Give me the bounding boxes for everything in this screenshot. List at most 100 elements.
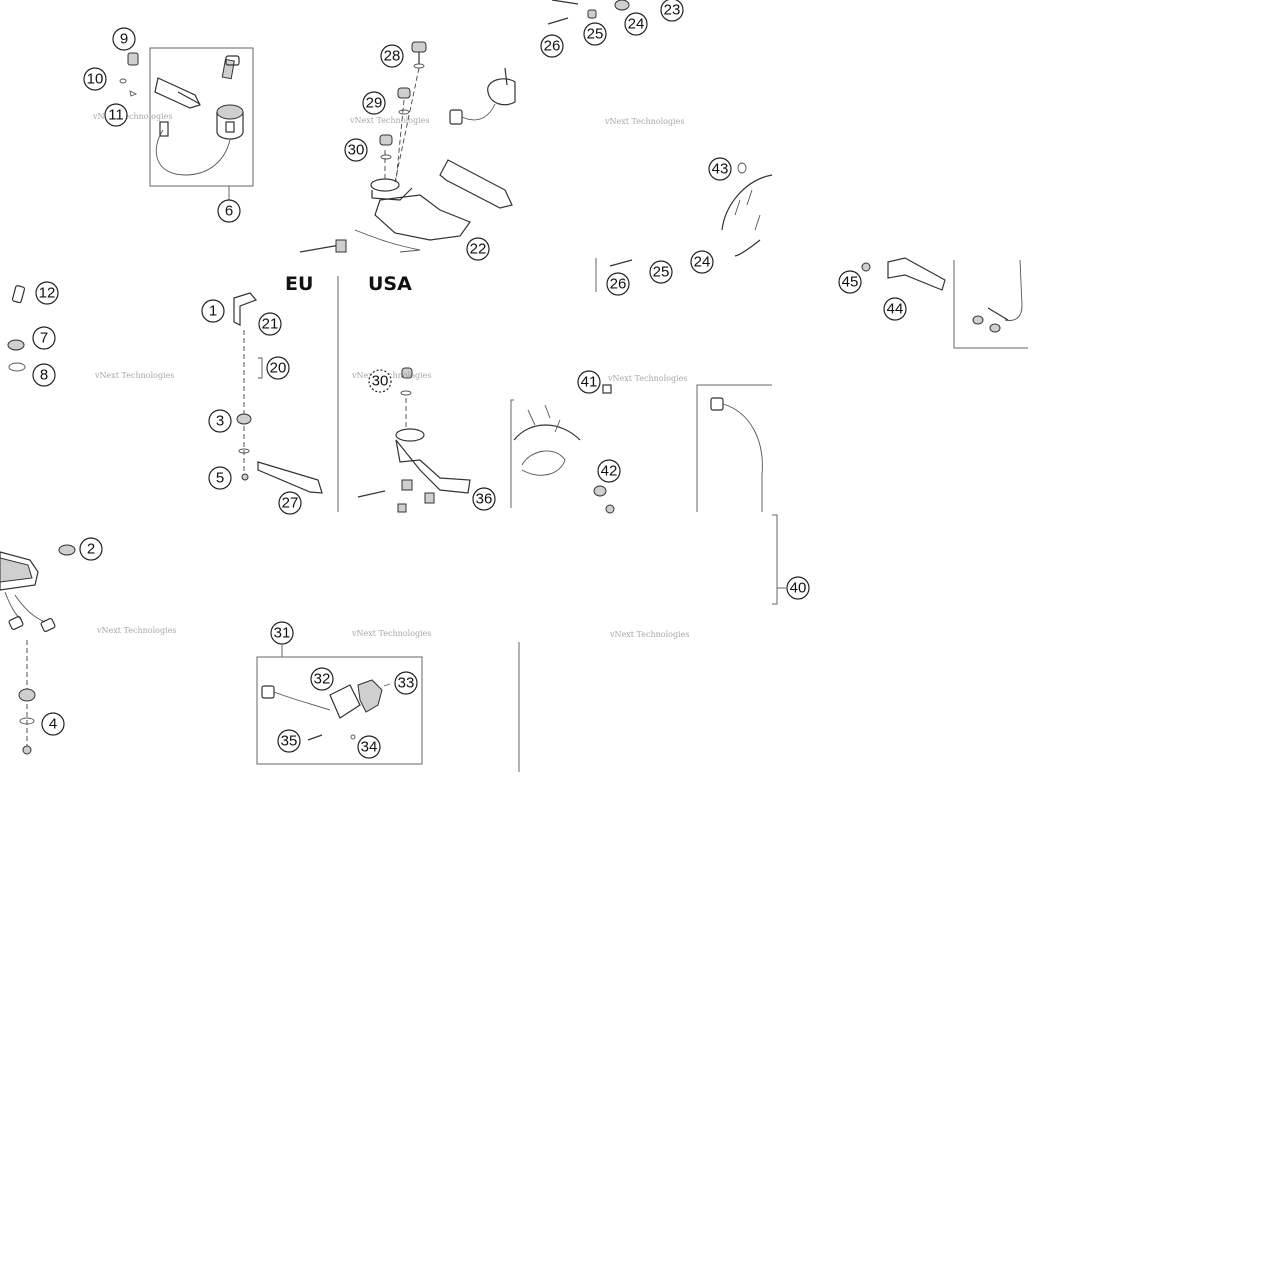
sensor-kit-part — [261, 679, 391, 741]
bolts-second-row — [609, 259, 633, 267]
left-small-parts — [7, 285, 26, 372]
svg-text:34: 34 — [361, 739, 378, 756]
callout-5: 5 — [208, 466, 232, 490]
svg-text:10: 10 — [87, 71, 104, 88]
svg-text:42: 42 — [601, 463, 618, 480]
callout-10: 10 — [83, 67, 107, 91]
disc-frame-left — [510, 399, 514, 508]
svg-text:2: 2 — [87, 541, 95, 558]
svg-text:6: 6 — [225, 203, 233, 220]
svg-text:24: 24 — [628, 16, 645, 33]
small-parts-9-10-11 — [119, 52, 139, 97]
callout-4: 4 — [41, 712, 65, 736]
callout-20: 20 — [266, 356, 290, 380]
speedometer-unit — [0, 544, 76, 755]
callout-1: 1 — [201, 299, 225, 323]
callout-30-top: 30 — [344, 138, 368, 162]
svg-text:5: 5 — [216, 470, 224, 487]
usa-label: USA — [368, 273, 412, 295]
callout-35: 35 — [277, 729, 301, 753]
brake-disc-middle — [513, 384, 615, 514]
sensor-kit-frame — [256, 656, 423, 765]
watermark-3: vNext Technologies — [604, 117, 684, 126]
svg-text:26: 26 — [610, 276, 627, 293]
callout-6: 6 — [217, 199, 241, 223]
svg-text:9: 9 — [120, 31, 128, 48]
svg-text:32: 32 — [314, 671, 331, 688]
cable-frame — [953, 260, 1028, 349]
svg-text:24: 24 — [694, 254, 711, 271]
bracket-44 — [861, 257, 946, 291]
callout-11: 11 — [104, 103, 128, 127]
svg-text:1: 1 — [209, 303, 217, 320]
callout-3: 3 — [208, 409, 232, 433]
svg-text:8: 8 — [40, 367, 48, 384]
callout-23: 23 — [660, 0, 684, 22]
brake-disc-top — [721, 162, 773, 257]
frames — [149, 47, 1028, 772]
callout-41: 41 — [577, 370, 601, 394]
speed-sensor-cable — [710, 397, 763, 512]
callout-34: 34 — [357, 735, 381, 759]
svg-text:44: 44 — [887, 301, 904, 318]
callout-26-mid: 26 — [606, 272, 630, 296]
svg-text:4: 4 — [49, 716, 57, 733]
watermark-7: vNext Technologies — [96, 626, 176, 635]
watermark-1: vNext Technologies — [92, 112, 172, 121]
svg-text:43: 43 — [712, 161, 729, 178]
callout-26-top: 26 — [540, 34, 564, 58]
callout-25-mid: 25 — [649, 260, 673, 284]
svg-text:3: 3 — [216, 413, 224, 430]
svg-text:21: 21 — [262, 316, 279, 333]
callout-32: 32 — [310, 667, 334, 691]
svg-text:11: 11 — [108, 107, 124, 124]
sensor-bracket-40 — [772, 514, 778, 605]
svg-text:41: 41 — [581, 374, 598, 391]
svg-text:25: 25 — [653, 264, 670, 281]
svg-text:27: 27 — [282, 495, 299, 512]
callout-30-usa: 30 — [368, 369, 392, 393]
cable-end — [972, 259, 1023, 333]
ignition-lock-frame — [149, 47, 254, 187]
svg-text:26: 26 — [544, 38, 561, 55]
callout-25-top: 25 — [583, 22, 607, 46]
callout-33: 33 — [394, 671, 418, 695]
watermark-9: vNext Technologies — [609, 630, 689, 639]
svg-text:20: 20 — [270, 360, 287, 377]
watermarks: vNext Technologies vNext Technologies vN… — [92, 112, 689, 639]
callout-44: 44 — [883, 297, 907, 321]
callout-2: 2 — [79, 537, 103, 561]
svg-text:12: 12 — [39, 285, 56, 302]
ignition-lock-part — [154, 55, 244, 176]
svg-text:40: 40 — [790, 580, 807, 597]
eu-label: EU — [285, 273, 313, 295]
usa-bracket — [357, 367, 471, 513]
watermark-4: vNext Technologies — [94, 371, 174, 380]
svg-text:28: 28 — [384, 48, 401, 65]
svg-text:30: 30 — [372, 373, 389, 390]
callout-12: 12 — [35, 281, 59, 305]
svg-text:31: 31 — [274, 625, 291, 642]
watermark-6: vNext Technologies — [607, 374, 687, 383]
callout-27: 27 — [278, 491, 302, 515]
bolts-top-row — [547, 0, 630, 25]
sensor-frame — [696, 384, 772, 512]
watermark-5: vNext Technologies — [351, 371, 431, 380]
callout-21: 21 — [258, 312, 282, 336]
svg-text:33: 33 — [398, 675, 415, 692]
speed-sensor-top — [449, 67, 516, 125]
watermark-8: vNext Technologies — [351, 629, 431, 638]
callout-42: 42 — [597, 459, 621, 483]
watermark-2: vNext Technologies — [349, 116, 429, 125]
svg-text:30: 30 — [348, 142, 365, 159]
svg-text:23: 23 — [664, 2, 681, 19]
svg-text:7: 7 — [40, 330, 48, 347]
callout-8: 8 — [32, 363, 56, 387]
callout-36: 36 — [472, 487, 496, 511]
svg-text:29: 29 — [366, 95, 383, 112]
svg-text:35: 35 — [281, 733, 298, 750]
callout-40: 40 — [786, 576, 810, 600]
callout-43: 43 — [708, 157, 732, 181]
callout-45: 45 — [838, 270, 862, 294]
